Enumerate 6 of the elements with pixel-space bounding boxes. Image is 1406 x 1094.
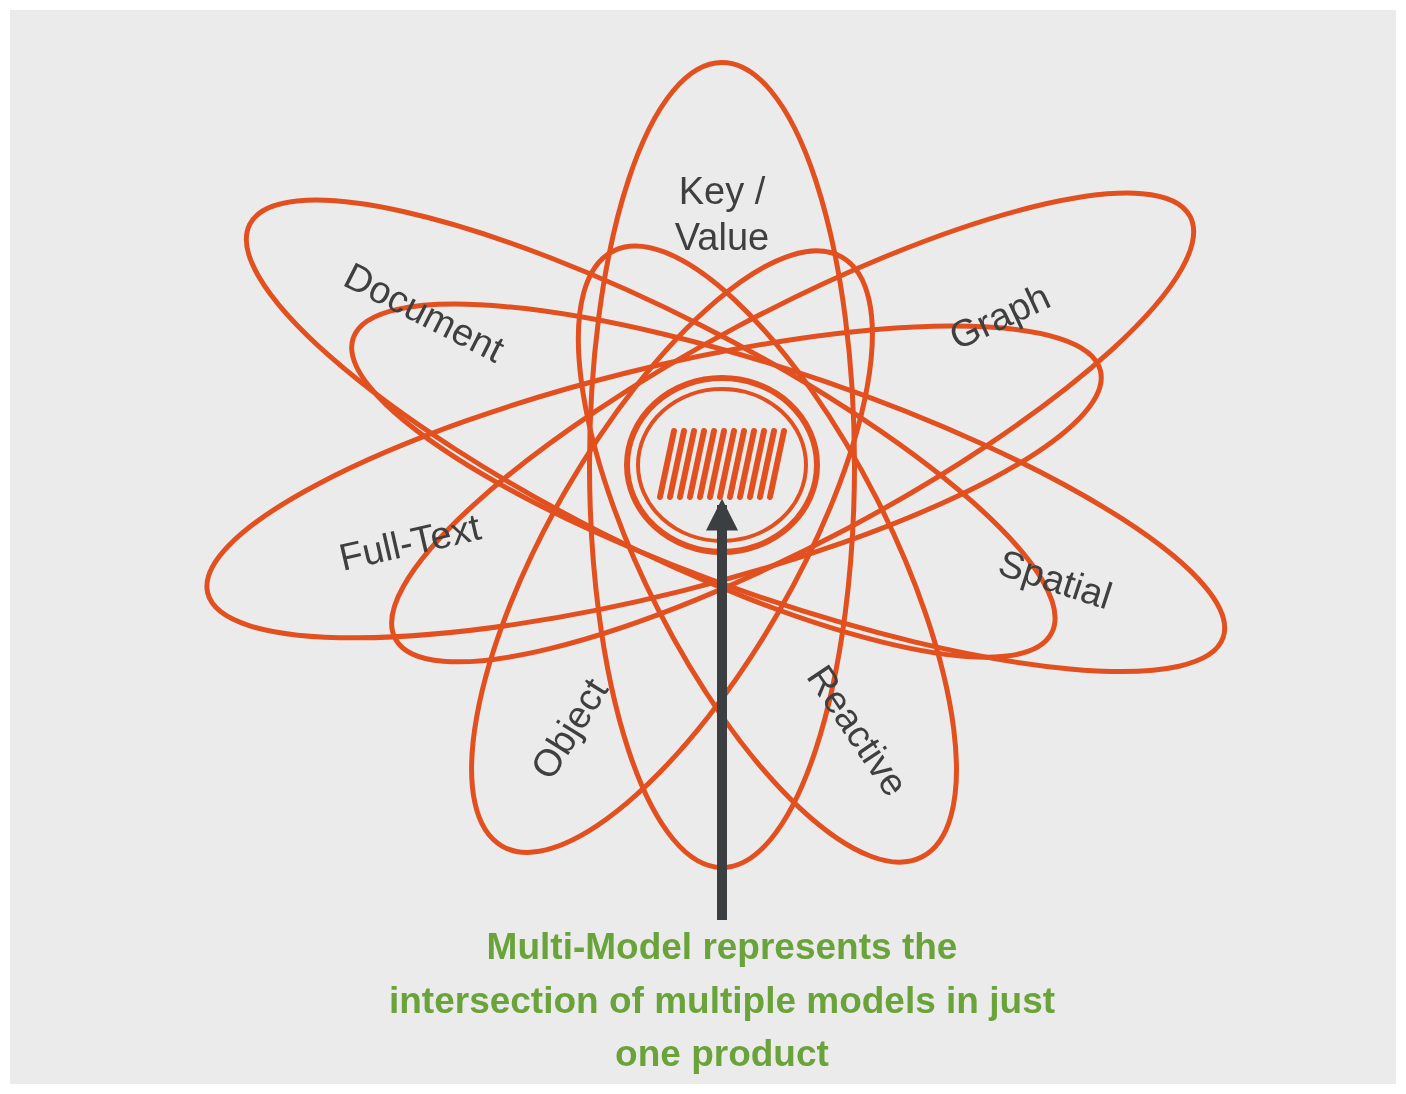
model-label: Key / Value bbox=[673, 169, 771, 260]
model-label: Spatial bbox=[992, 539, 1118, 619]
model-label: Graph bbox=[942, 274, 1058, 360]
caption-text: Multi-Model represents the intersection of multiple models in just one product bbox=[382, 920, 1062, 1081]
arrow bbox=[706, 498, 738, 920]
model-label: Full-Text bbox=[334, 504, 485, 581]
